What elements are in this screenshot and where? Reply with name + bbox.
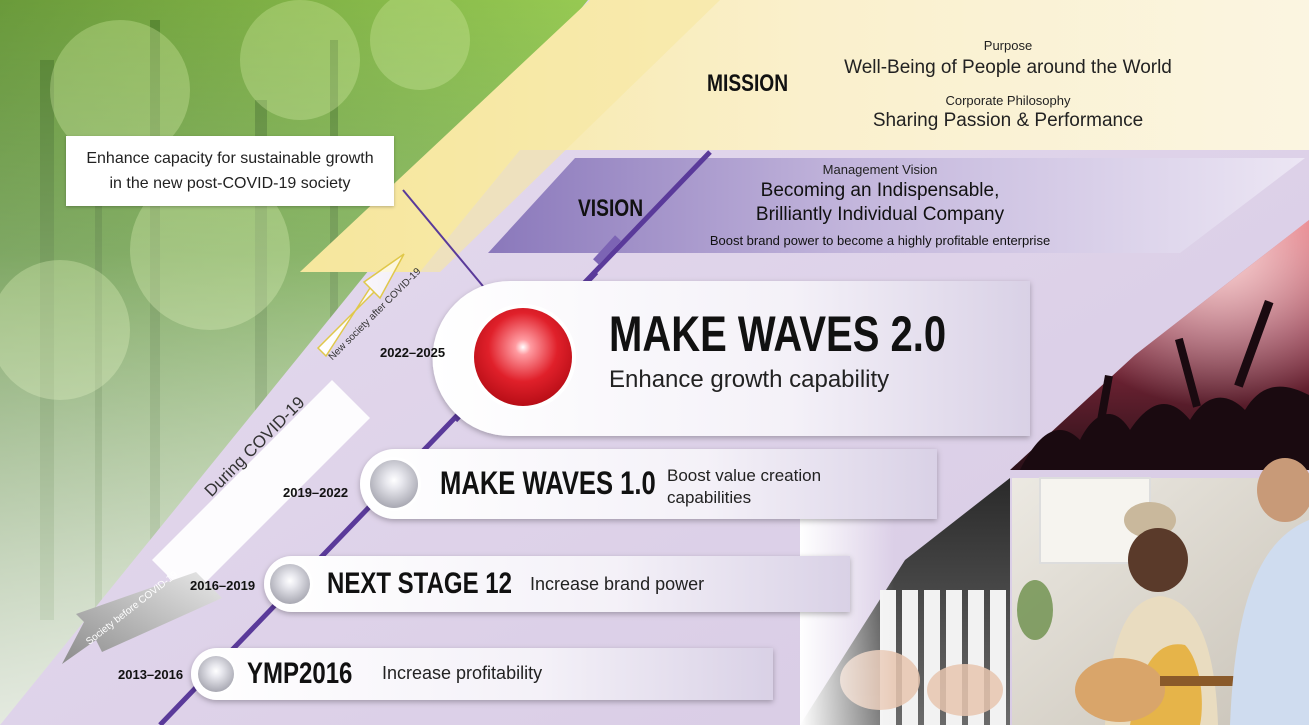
vision-heading: VISION [578, 195, 644, 222]
philosophy-label: Corporate Philosophy [945, 93, 1071, 108]
plan-years: 2019–2022 [283, 485, 349, 500]
bar-mw10 [360, 449, 937, 519]
plan-name: MAKE WAVES 2.0 [609, 306, 947, 362]
plan-name: MAKE WAVES 1.0 [440, 465, 656, 501]
plan-years: 2016–2019 [190, 578, 256, 593]
grey-sphere-icon [370, 460, 418, 508]
plan-desc-line1: Boost value creation [667, 466, 822, 485]
vision-line2: Brilliantly Individual Company [755, 204, 1005, 225]
purpose-label: Purpose [983, 38, 1033, 53]
bar-ymp [191, 648, 773, 700]
arrow-before [62, 572, 222, 664]
growth-callout: Enhance capacity for sustainable growth … [66, 136, 394, 206]
vision-line1: Becoming an Indispensable, [760, 180, 1000, 201]
callout-line2: in the new post-COVID-19 society [109, 175, 351, 192]
plan-years: 2022–2025 [380, 345, 446, 360]
mission-heading: MISSION [707, 70, 789, 97]
philosophy-text: Sharing Passion & Performance [872, 110, 1144, 131]
vision-label: Management Vision [822, 162, 938, 177]
callout-line1: Enhance capacity for sustainable growth [86, 150, 374, 167]
plan-desc-line2: capabilities [667, 488, 752, 507]
vision-subline: Boost brand power to become a highly pro… [709, 233, 1051, 248]
grey-sphere-icon [270, 564, 310, 604]
plan-desc: Enhance growth capability [609, 366, 890, 393]
grey-sphere-icon [198, 656, 234, 692]
plan-name: NEXT STAGE 12 [327, 567, 512, 600]
bar-ns12 [264, 556, 850, 612]
red-sphere-icon [474, 308, 572, 406]
plan-name: YMP2016 [247, 657, 353, 690]
plan-desc: Increase profitability [382, 663, 543, 683]
purpose-text: Well-Being of People around the World [844, 57, 1172, 78]
arrow-new-society [316, 253, 405, 358]
plan-desc: Increase brand power [530, 574, 705, 594]
arrow-during [152, 380, 370, 598]
plan-years: 2013–2016 [118, 667, 184, 682]
bar-mw20 [432, 281, 1030, 436]
